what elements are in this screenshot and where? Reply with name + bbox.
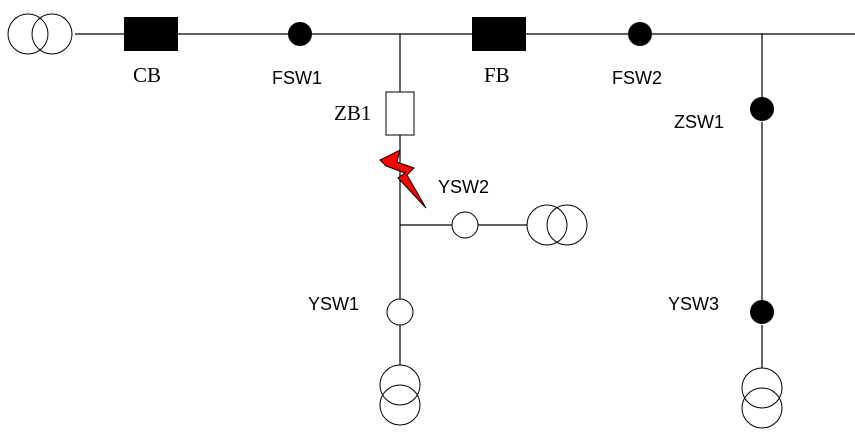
branch-lines xyxy=(399,34,763,368)
transformer-icon xyxy=(526,204,588,246)
cb-label: CB xyxy=(133,63,161,87)
ysw1-switch xyxy=(386,298,414,326)
zb1-label: ZB1 xyxy=(334,101,371,125)
ysw3-switch xyxy=(750,300,774,324)
fb-breaker xyxy=(472,17,526,51)
cb-breaker xyxy=(124,17,178,51)
zb1-breaker xyxy=(385,91,415,136)
ysw3-label: YSW3 xyxy=(668,294,719,314)
zsw1-switch xyxy=(750,97,774,121)
zsw1-label: ZSW1 xyxy=(674,112,724,132)
fsw1-switch xyxy=(288,22,312,46)
ysw2-switch xyxy=(451,211,479,239)
fb-label: FB xyxy=(484,63,510,87)
lightning-fault-icon xyxy=(379,149,427,209)
fsw2-label: FSW2 xyxy=(612,68,662,88)
fsw1-label: FSW1 xyxy=(272,68,322,88)
transformer-icon xyxy=(379,364,421,426)
ysw1-label: YSW1 xyxy=(308,294,359,314)
transformer-icon xyxy=(741,367,783,429)
ysw2-label: YSW2 xyxy=(438,177,489,197)
fsw2-switch xyxy=(628,22,652,46)
transformer-icon xyxy=(7,13,73,55)
